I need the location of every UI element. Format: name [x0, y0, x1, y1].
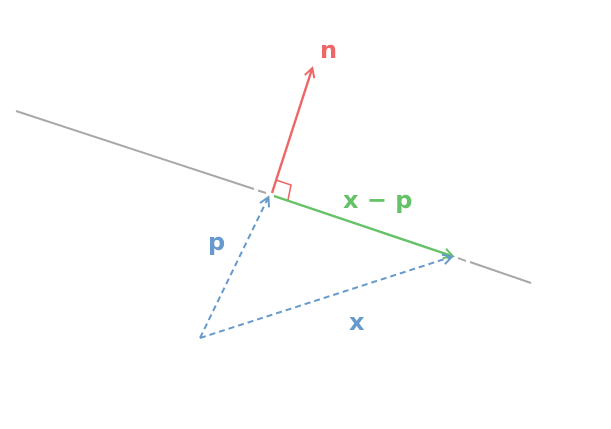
right-angle-marker	[275, 179, 292, 201]
plane-line-segment-mid	[257, 189, 267, 194]
difference-label: x − p	[343, 186, 412, 214]
x-vector-arrow	[199, 257, 451, 339]
p-vector-arrow	[199, 198, 268, 339]
x-label: x	[349, 308, 365, 336]
normal-label: n	[320, 36, 337, 64]
plane-line-segment-right-a	[457, 257, 467, 262]
plane-line-left	[15, 110, 255, 190]
normal-vector-arrow	[270, 69, 312, 194]
difference-vector-arrow	[273, 194, 452, 256]
plane-line-right	[469, 261, 532, 284]
p-label: p	[208, 228, 225, 256]
